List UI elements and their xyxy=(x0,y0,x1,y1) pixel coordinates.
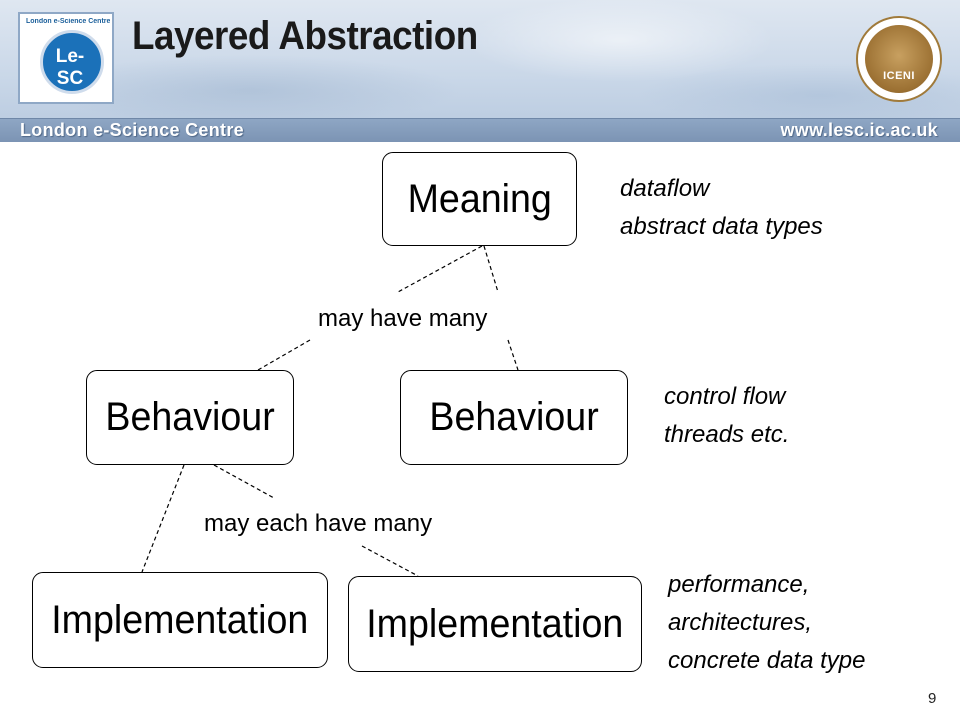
implementation-node-left-label: Implementation xyxy=(51,597,309,642)
lesc-logo: London e-Science Centre Le-SC xyxy=(18,12,114,104)
meaning-node-label: Meaning xyxy=(407,176,552,221)
meaning-note-line: abstract data types xyxy=(620,213,823,240)
iceni-logo: ICENI xyxy=(856,16,942,102)
iceni-logo-emblem xyxy=(865,25,933,93)
implementation-notes: performance, architectures, concrete dat… xyxy=(668,566,865,680)
edge-behaviour-implementation-left xyxy=(141,464,185,573)
edge-label-may-have-many: may have many xyxy=(318,305,488,332)
page-number: 9 xyxy=(928,690,937,707)
behaviour-notes: control flow threads etc. xyxy=(664,378,789,454)
edge-label-may-each-have-many: may each have many xyxy=(204,510,433,537)
strip-organization-text: London e-Science Centre xyxy=(20,120,244,140)
behaviour-node-right-label: Behaviour xyxy=(429,395,599,439)
behaviour-note-line: control flow xyxy=(664,383,786,410)
lesc-logo-mark: Le-SC xyxy=(55,46,85,89)
lesc-logo-ring-text: London e-Science Centre xyxy=(26,18,110,25)
implementation-node-left: Implementation xyxy=(32,572,328,668)
strip-url-text: www.lesc.ic.ac.uk xyxy=(780,120,938,140)
implementation-node-right-label: Implementation xyxy=(366,601,624,646)
header-banner xyxy=(0,0,960,142)
edge-meaning-behaviour-left-upper xyxy=(397,245,483,293)
edge-behaviour-implementation-right-upper xyxy=(213,464,275,499)
iceni-logo-label: ICENI xyxy=(883,70,915,82)
implementation-node-right: Implementation xyxy=(348,576,642,672)
meaning-note-line: dataflow xyxy=(620,175,710,202)
slide-title: Layered Abstraction xyxy=(132,14,478,58)
behaviour-node-right: Behaviour xyxy=(400,370,628,465)
behaviour-node-left-label: Behaviour xyxy=(105,395,275,439)
edge-meaning-behaviour-right-upper xyxy=(483,245,499,293)
behaviour-note-line: threads etc. xyxy=(664,421,790,448)
edge-meaning-behaviour-left-lower xyxy=(257,339,311,371)
banner-background xyxy=(0,0,960,118)
behaviour-node-left: Behaviour xyxy=(86,370,294,465)
implementation-note-line: architectures, xyxy=(668,609,813,636)
meaning-node: Meaning xyxy=(382,152,577,246)
implementation-note-line: performance, xyxy=(668,571,810,598)
banner-strip xyxy=(0,118,960,142)
meaning-notes: dataflow abstract data types xyxy=(620,170,823,246)
implementation-note-line: concrete data type xyxy=(668,647,866,674)
edge-meaning-behaviour-right-lower xyxy=(507,339,519,371)
lesc-logo-circle xyxy=(40,30,104,94)
edge-behaviour-implementation-right-lower xyxy=(361,545,419,577)
